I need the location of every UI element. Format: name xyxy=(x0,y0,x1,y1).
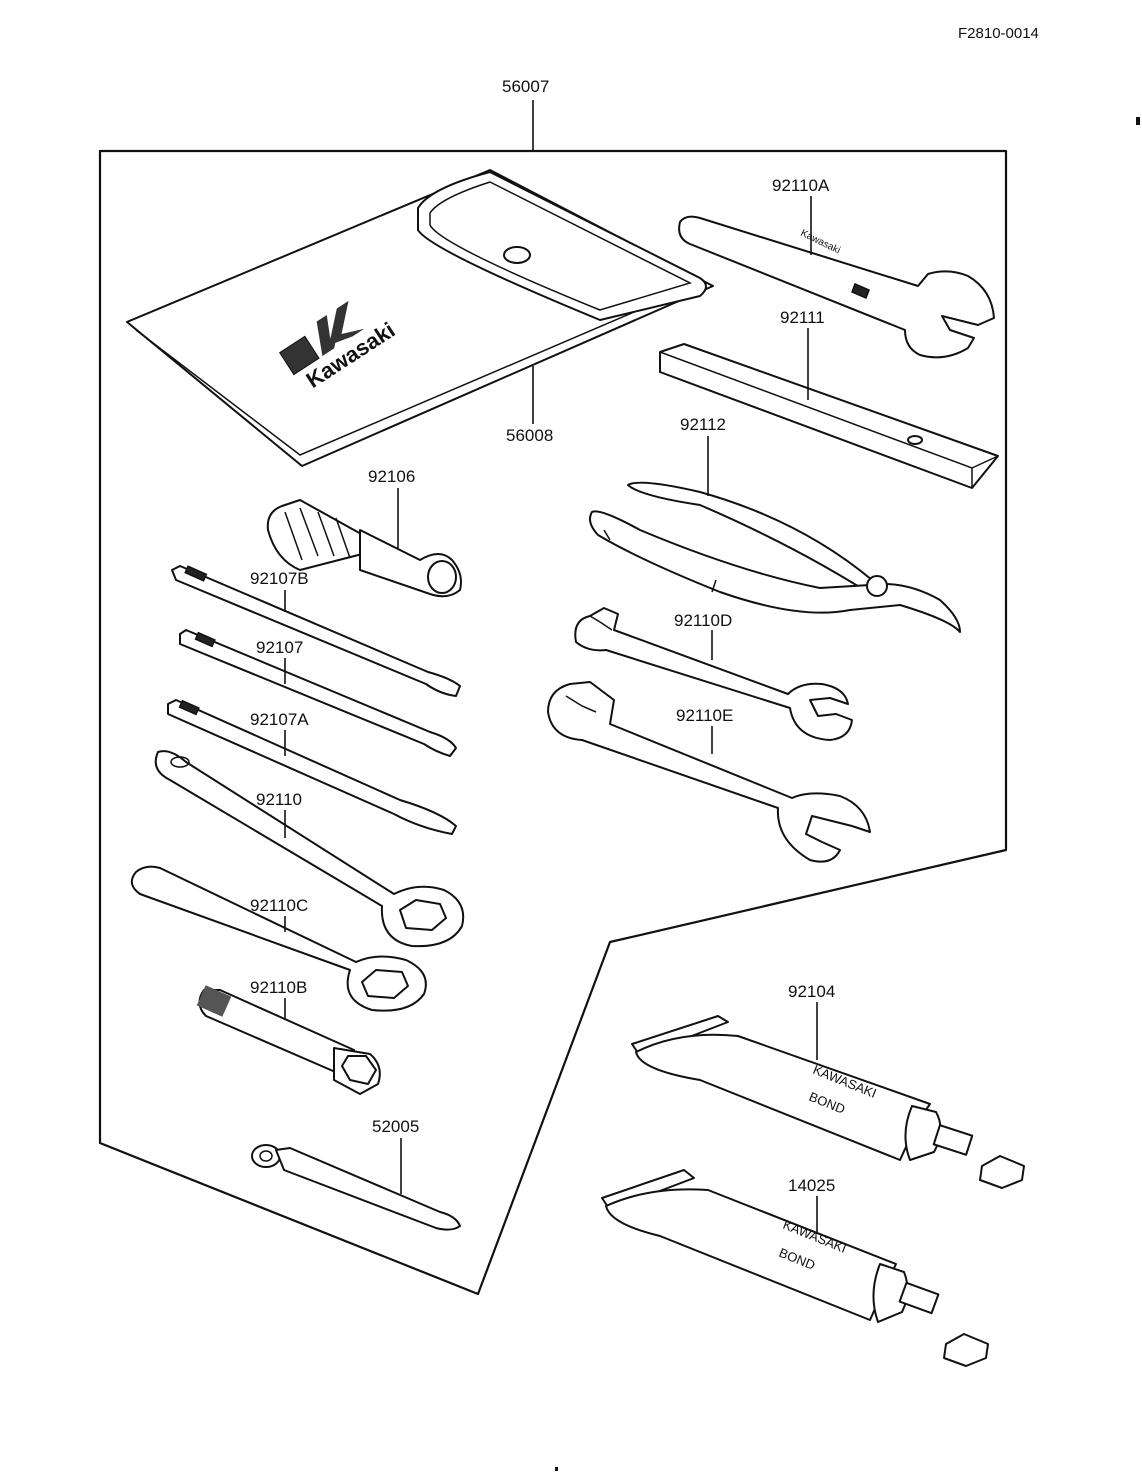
socket-92110b xyxy=(196,985,381,1095)
kit-outline-frame xyxy=(98,149,1008,1296)
part-label: 92110A xyxy=(772,176,830,195)
box-wrench-92110c xyxy=(130,865,427,1012)
spanner-92110e xyxy=(547,681,871,863)
tool-bag: Kawasaki xyxy=(126,169,714,467)
part-label: 92106 xyxy=(368,467,415,486)
bottom-mark xyxy=(555,1467,558,1471)
margin-tick xyxy=(1136,117,1140,125)
part-label: 56008 xyxy=(506,426,553,445)
box-wrench-92110 xyxy=(154,750,465,948)
part-label: 92110C xyxy=(250,896,308,915)
part-label: 92110B xyxy=(250,978,307,997)
part-label: 92112 xyxy=(680,415,726,434)
bond-tube-14025: KAWASAKI BOND xyxy=(601,1169,989,1367)
part-label: 92110D xyxy=(674,611,732,630)
wrench-92110a: Kawasaki xyxy=(678,215,995,359)
part-label: 92107 xyxy=(256,638,303,657)
part-labels: 56007 56008 92110A 92111 92112 92106 921… xyxy=(250,77,835,1195)
part-label: 56007 xyxy=(502,77,549,96)
bond-tube-92104: KAWASAKI BOND xyxy=(631,1015,1025,1189)
part-label: 92107B xyxy=(250,569,309,588)
part-label: 14025 xyxy=(788,1176,835,1195)
flat-bar-92111 xyxy=(659,343,999,489)
pliers-92112 xyxy=(589,481,961,633)
part-label: 52005 xyxy=(372,1117,419,1136)
screwdriver-92107 xyxy=(179,629,457,757)
part-label: 92104 xyxy=(788,982,835,1001)
tool-52005 xyxy=(251,1144,461,1231)
screwdriver-92107a xyxy=(167,699,457,835)
part-label: 92110E xyxy=(676,706,733,725)
screwdriver-92107b xyxy=(171,565,461,697)
spanner-92110d xyxy=(574,607,853,741)
handle-92106 xyxy=(266,499,462,598)
part-label: 92110 xyxy=(256,790,302,809)
part-label: 92107A xyxy=(250,710,309,729)
part-label: 92111 xyxy=(780,308,825,327)
document-code: F2810-0014 xyxy=(958,25,1039,42)
leader-lines xyxy=(284,100,818,1234)
